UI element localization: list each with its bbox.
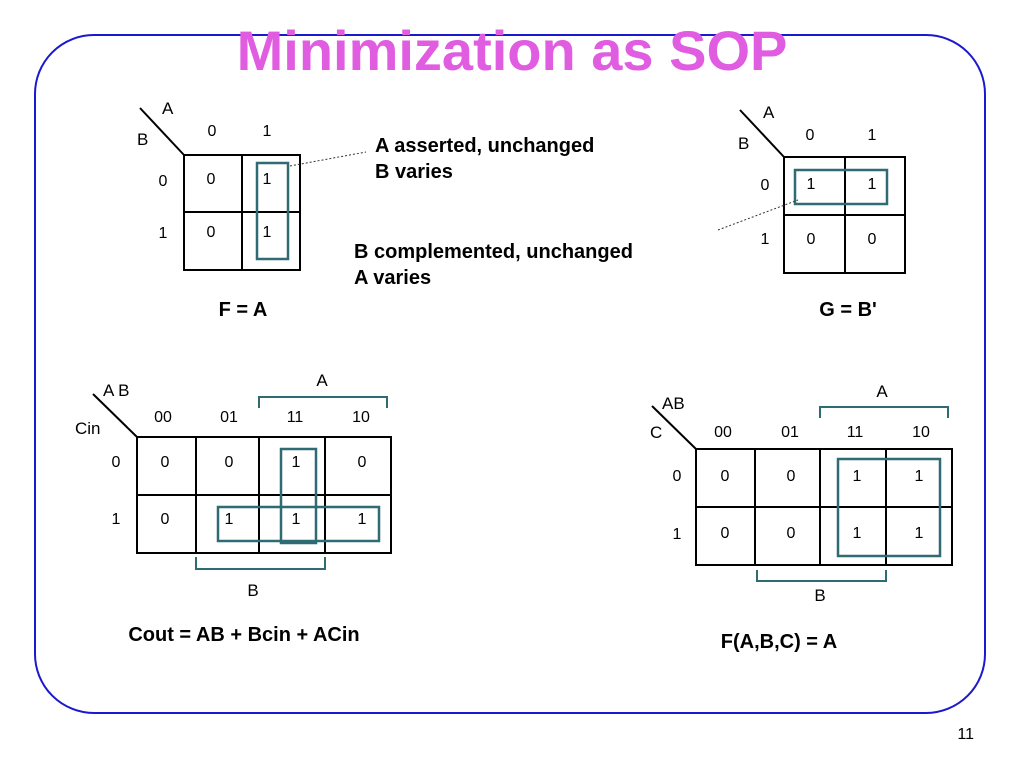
kmap-f-var-side: B <box>137 130 148 149</box>
kmap-g-col-header: 1 <box>868 127 877 144</box>
kmap-cout-loop-ab <box>279 447 318 545</box>
kmap-abc-brace-bottom-label: B <box>814 586 825 605</box>
kmap-f-col-header: 1 <box>263 123 272 140</box>
kmap-abc-cell: 1 <box>853 468 862 485</box>
kmap-abc-col-header: 01 <box>781 424 799 441</box>
kmap-abc-col-header: 10 <box>912 424 930 441</box>
kmap-cout-equation: Cout = AB + Bcin + ACin <box>128 624 359 646</box>
kmap-f-cell: 1 <box>263 171 272 188</box>
kmap-cout-col-header: 11 <box>287 409 304 426</box>
kmap-abc-cell: 1 <box>915 525 924 542</box>
kmap-abc-cell: 0 <box>787 525 796 542</box>
kmap-f-cell: 0 <box>207 171 216 188</box>
kmap-g-row-header: 0 <box>761 177 770 194</box>
kmap-abc-cell: 0 <box>721 525 730 542</box>
kmap-cout-col-header: 00 <box>154 409 172 426</box>
kmap-cout-cell: 1 <box>225 511 234 528</box>
kmap-g-cell: 0 <box>868 231 877 248</box>
kmap-abc-brace-top <box>819 406 949 418</box>
kmap-cout: A A B Cin 00 01 11 10 0 1 0 0 1 0 0 1 1 … <box>75 371 392 646</box>
kmap-cout-corner-line <box>92 393 138 438</box>
slide-title: Minimization as SOP <box>236 19 788 82</box>
kmap-g-row-header: 1 <box>761 231 770 248</box>
kmap-g-corner-line <box>739 109 785 158</box>
kmap-abc-equation: F(A,B,C) = A <box>721 631 837 653</box>
kmap-abc-row-header: 0 <box>673 468 682 485</box>
kmap-g-equation: G = B' <box>819 299 877 321</box>
kmap-abc-row-header: 1 <box>673 526 682 543</box>
kmap-f-var-top: A <box>162 99 174 118</box>
kmap-f: A B 0 1 0 1 0 1 0 1 A asserted, unchange… <box>137 99 594 321</box>
kmap-g-cell: 1 <box>807 176 816 193</box>
kmap-cout-var-top: A B <box>103 381 129 400</box>
kmap-g-cell: 1 <box>868 176 877 193</box>
kmap-abc-col-header: 00 <box>714 424 732 441</box>
kmap-cout-brace-bottom-label: B <box>247 581 258 600</box>
kmap-cout-col-header: 10 <box>352 409 370 426</box>
kmap-f-note-line: A asserted, unchanged <box>375 135 594 157</box>
kmap-g-cell: 0 <box>807 231 816 248</box>
kmap-f-equation: F = A <box>219 299 268 321</box>
kmap-abc-col-header: 11 <box>847 424 864 441</box>
kmap-f-cell: 0 <box>207 224 216 241</box>
kmap-f-row-header: 0 <box>159 173 168 190</box>
kmap-cout-loop-bcin-acin <box>216 505 381 543</box>
kmap-cout-brace-top <box>258 396 388 408</box>
kmap-abc-brace-top-label: A <box>876 382 888 401</box>
kmap-cout-brace-bottom <box>195 557 326 570</box>
kmap-cout-cell: 0 <box>358 454 367 471</box>
kmap-g-col-header: 0 <box>806 127 815 144</box>
kmap-cout-cell: 1 <box>292 454 301 471</box>
kmap-abc-var-side: C <box>650 423 662 442</box>
kmap-f-note-line: B varies <box>375 161 453 183</box>
kmap-g-group-loop <box>793 168 889 206</box>
kmap-cout-cell: 1 <box>292 511 301 528</box>
kmap-g-note-line: B complemented, unchanged <box>354 241 633 263</box>
kmap-cout-var-side: Cin <box>75 419 101 438</box>
kmap-cout-brace-top-label: A <box>316 371 328 390</box>
kmap-cout-cell: 0 <box>161 454 170 471</box>
kmap-f-row-header: 1 <box>159 225 168 242</box>
kmap-cout-cell: 1 <box>358 511 367 528</box>
kmap-g-var-top: A <box>763 103 775 122</box>
kmap-abc-cell: 0 <box>721 468 730 485</box>
kmap-f-corner-line <box>139 107 185 156</box>
kmap-cout-cell: 0 <box>161 511 170 528</box>
kmap-abc-cell: 1 <box>915 468 924 485</box>
kmap-abc-cell: 1 <box>853 525 862 542</box>
kmap-g-note-line: A varies <box>354 267 431 289</box>
kmap-f-cell: 1 <box>263 224 272 241</box>
slide-frame <box>34 34 986 714</box>
kmap-abc-cell: 0 <box>787 468 796 485</box>
kmap-cout-cell: 0 <box>225 454 234 471</box>
kmap-f-leader-line <box>289 151 367 167</box>
kmap-abc: A AB C 00 01 11 10 0 1 0 0 1 1 0 0 1 1 B… <box>650 382 953 653</box>
kmap-abc-var-top: AB <box>662 394 685 413</box>
kmap-g-var-side: B <box>738 134 749 153</box>
kmap-cout-col-header: 01 <box>220 409 238 426</box>
kmap-g: A B 0 1 0 1 1 1 0 0 B complemented, unch… <box>354 103 906 321</box>
kmap-cout-row-header: 0 <box>112 454 121 471</box>
kmap-f-col-header: 0 <box>208 123 217 140</box>
page-number: 11 <box>957 726 974 743</box>
kmap-cout-row-header: 1 <box>112 511 121 528</box>
kmap-abc-group-loop <box>836 457 942 558</box>
kmap-abc-brace-bottom <box>756 570 887 582</box>
kmap-f-group-loop <box>255 161 290 261</box>
kmap-abc-corner-line <box>651 405 697 450</box>
